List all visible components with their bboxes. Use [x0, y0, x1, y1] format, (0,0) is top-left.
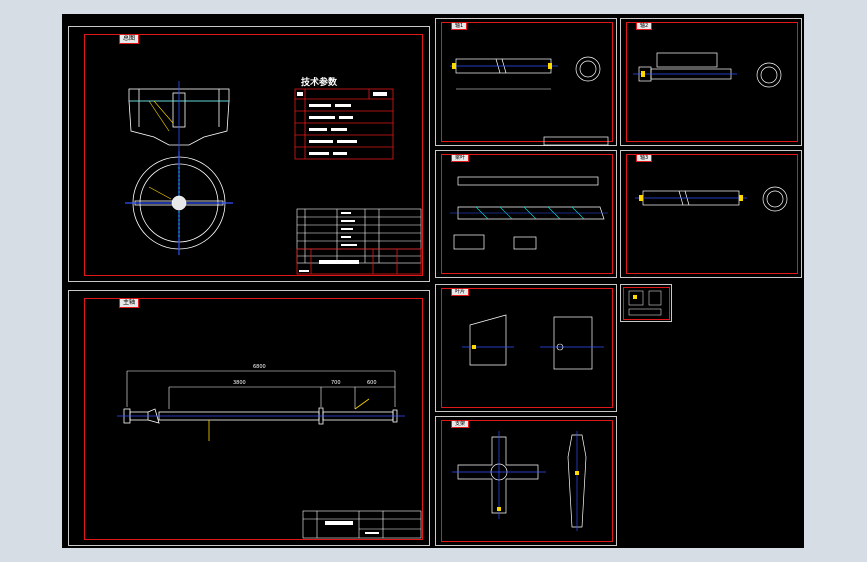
- drawing-canvas[interactable]: 总图: [62, 14, 804, 548]
- shaft-frame: [84, 298, 423, 540]
- detail-frame-3: [441, 154, 613, 274]
- detail-frame-4: [626, 154, 798, 274]
- assembly-tag: 总图: [119, 34, 140, 44]
- detail-drawing-3: [450, 176, 608, 250]
- detail-sheet-6[interactable]: 支架: [435, 416, 617, 546]
- assembly-drawing: 技术参数: [125, 76, 422, 275]
- shaft-sheet[interactable]: 主轴: [68, 290, 430, 546]
- detail-frame-2: [626, 22, 798, 142]
- detail-drawing-2: [633, 52, 782, 88]
- dim-b: 700: [331, 380, 341, 386]
- small-detail-sheet[interactable]: [620, 284, 672, 322]
- dim-a: 3800: [233, 380, 246, 386]
- detail-tag-3: 桨叶: [451, 154, 470, 162]
- detail-tag-1: 轴1: [451, 22, 468, 30]
- detail-tag-5: 叶片: [451, 288, 470, 296]
- small-detail-drawing: [628, 290, 662, 316]
- shaft-drawing: 6800 3800 700 600: [117, 364, 422, 539]
- small-detail-frame: [623, 287, 670, 320]
- dim-c: 600: [367, 380, 377, 386]
- detail-drawing-5: [462, 314, 604, 370]
- assembly-sheet[interactable]: 总图: [68, 26, 430, 282]
- detail-sheet-2[interactable]: 轴2: [620, 18, 802, 146]
- tech-params-title: 技术参数: [301, 76, 338, 88]
- detail-tag-4: 轴3: [636, 154, 653, 162]
- dim-total: 6800: [253, 364, 266, 370]
- shaft-tag: 主轴: [119, 298, 140, 308]
- detail-drawing-6: [452, 431, 587, 531]
- detail-drawing-1: [450, 56, 609, 146]
- detail-tag-2: 轴2: [636, 22, 653, 30]
- detail-sheet-5[interactable]: 叶片: [435, 284, 617, 412]
- detail-frame-1: [441, 22, 613, 142]
- detail-sheet-3[interactable]: 桨叶: [435, 150, 617, 278]
- assembly-frame: [84, 34, 423, 276]
- detail-frame-5: [441, 288, 613, 408]
- detail-sheet-1[interactable]: 轴1: [435, 18, 617, 146]
- detail-frame-6: [441, 420, 613, 542]
- detail-sheet-4[interactable]: 轴3: [620, 150, 802, 278]
- detail-tag-6: 支架: [451, 420, 470, 428]
- detail-drawing-4: [635, 186, 788, 212]
